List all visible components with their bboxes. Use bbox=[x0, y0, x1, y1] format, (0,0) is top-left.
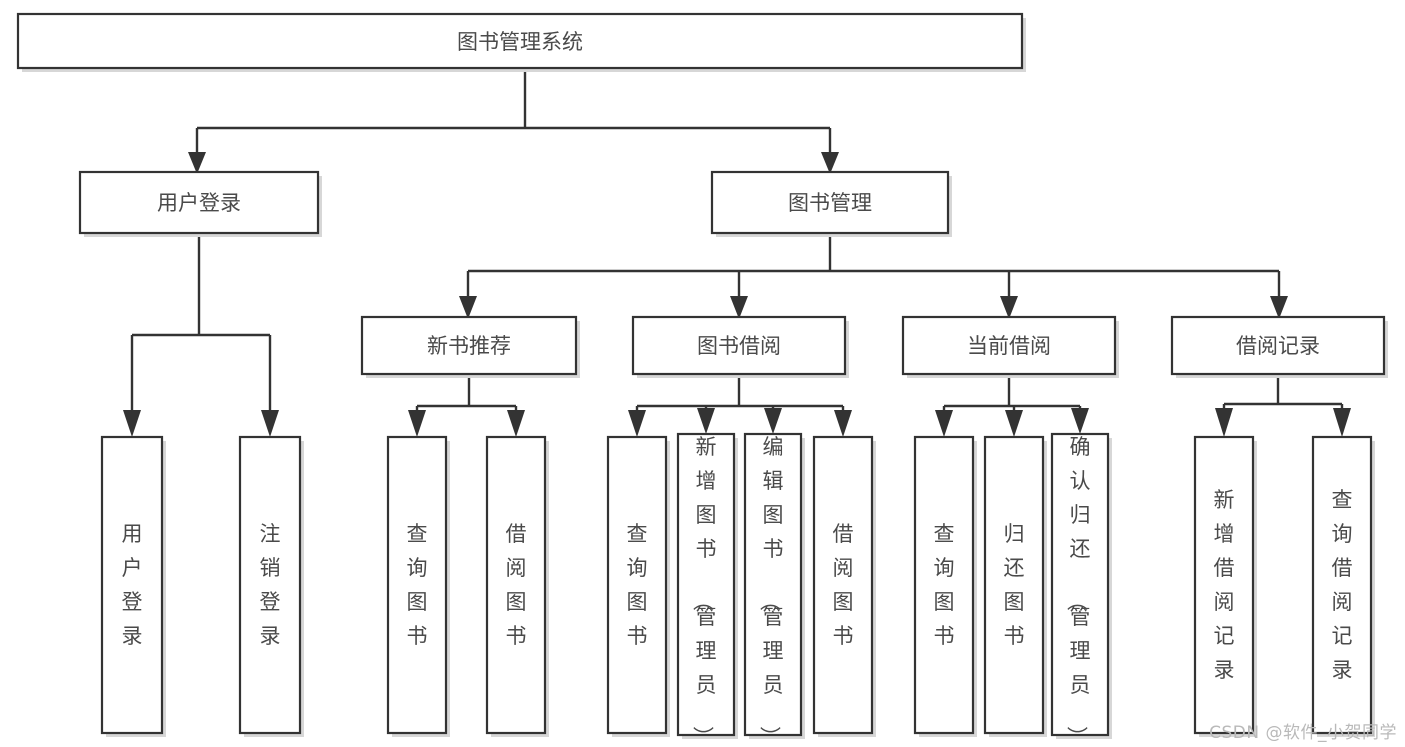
node-new-book-rec[interactable]: 新书推荐 bbox=[360, 315, 580, 378]
node-book-borrow[interactable]: 图书借阅 bbox=[631, 315, 849, 378]
node-leaf-add-book[interactable]: 新增图书（管理员） bbox=[676, 432, 738, 747]
node-book-borrow-label: 图书借阅 bbox=[697, 334, 781, 358]
node-leaf-query-record-label: 查询借阅记录 bbox=[1332, 488, 1353, 682]
watermark-label: CSDN @软件_小贺同学 bbox=[1209, 723, 1397, 743]
leaf-node-layer: 用户登录 注销登录 查询图书 借阅图书 查询图书 新增图书（管理员） 编辑图书（管理员） 借阅… bbox=[100, 432, 1375, 747]
arrow-to-leaf-confirm-return bbox=[1071, 408, 1089, 434]
node-leaf-borrow-book-2-label: 借阅图书 bbox=[833, 522, 854, 648]
node-leaf-add-book-label: 新增图书（管理员） bbox=[691, 435, 717, 747]
node-leaf-logout[interactable]: 注销登录 bbox=[238, 435, 304, 737]
node-leaf-edit-book[interactable]: 编辑图书（管理员） bbox=[743, 432, 805, 747]
node-book-manage[interactable]: 图书管理 bbox=[710, 170, 952, 237]
node-leaf-borrow-book-2-box[interactable] bbox=[812, 435, 874, 735]
connector-group-borrow-record bbox=[1215, 374, 1351, 437]
node-leaf-borrow-book-2[interactable]: 借阅图书 bbox=[812, 435, 876, 737]
connector-current-borrow-trunk bbox=[942, 374, 1082, 415]
node-leaf-confirm-return[interactable]: 确认归还（管理员） bbox=[1050, 432, 1112, 747]
arrow-to-new-book-rec bbox=[459, 296, 477, 319]
node-current-borrow[interactable]: 当前借阅 bbox=[901, 315, 1119, 378]
node-leaf-query-book-3[interactable]: 查询图书 bbox=[913, 435, 977, 737]
node-leaf-add-record-box[interactable] bbox=[1193, 435, 1255, 735]
node-leaf-borrow-book-1-label: 借阅图书 bbox=[506, 522, 527, 648]
node-leaf-query-record[interactable]: 查询借阅记录 bbox=[1311, 435, 1375, 737]
node-leaf-query-book-1-label: 查询图书 bbox=[407, 522, 428, 648]
node-book-manage-label: 图书管理 bbox=[788, 191, 872, 215]
node-user-login-box[interactable] bbox=[78, 170, 320, 235]
arrow-to-leaf-add-record bbox=[1215, 408, 1233, 437]
node-new-book-rec-box[interactable] bbox=[360, 315, 578, 376]
node-root[interactable]: 图书管理系统 bbox=[16, 12, 1026, 72]
connector-group-book-manage bbox=[459, 233, 1288, 319]
connector-group-new-book-rec bbox=[408, 374, 525, 437]
node-leaf-return-book[interactable]: 归还图书 bbox=[983, 435, 1047, 737]
node-current-borrow-box[interactable] bbox=[901, 315, 1117, 376]
node-leaf-user-login-label: 用户登录 bbox=[122, 522, 143, 648]
arrow-to-borrow-record bbox=[1270, 296, 1288, 319]
node-leaf-query-book-1-box[interactable] bbox=[386, 435, 448, 735]
arrow-to-leaf-borrow-book-1 bbox=[507, 410, 525, 437]
node-leaf-confirm-return-box[interactable] bbox=[1050, 432, 1110, 737]
arrow-to-leaf-user-login bbox=[123, 410, 141, 437]
node-leaf-confirm-return-label: 确认归还（管理员） bbox=[1065, 435, 1091, 747]
connector-group-root bbox=[188, 68, 839, 174]
connector-new-book-rec-trunk bbox=[415, 374, 518, 415]
connector-borrow-record-trunk bbox=[1222, 374, 1344, 413]
connector-book-manage-trunk bbox=[466, 233, 1281, 300]
arrow-to-leaf-borrow-book-2 bbox=[834, 410, 852, 437]
node-borrow-record-box[interactable] bbox=[1170, 315, 1386, 376]
connector-group-user-login bbox=[123, 233, 279, 437]
node-leaf-query-book-2-label: 查询图书 bbox=[627, 522, 648, 648]
node-root-label: 图书管理系统 bbox=[457, 30, 583, 54]
node-leaf-borrow-book-1[interactable]: 借阅图书 bbox=[485, 435, 549, 737]
arrow-to-leaf-add-book bbox=[697, 408, 715, 434]
arrow-to-user-login bbox=[188, 152, 206, 174]
connector-root-trunk bbox=[195, 68, 832, 156]
node-leaf-return-book-label: 归还图书 bbox=[1004, 522, 1025, 648]
node-current-borrow-label: 当前借阅 bbox=[967, 334, 1051, 358]
node-user-login[interactable]: 用户登录 bbox=[78, 170, 322, 237]
connector-book-borrow-trunk bbox=[635, 374, 845, 415]
node-borrow-record-label: 借阅记录 bbox=[1236, 334, 1320, 358]
arrow-to-book-borrow bbox=[730, 296, 748, 319]
node-leaf-edit-book-label: 编辑图书（管理员） bbox=[758, 435, 784, 747]
node-leaf-add-book-box[interactable] bbox=[676, 432, 736, 737]
arrow-to-leaf-query-book-1 bbox=[408, 410, 426, 437]
connector-group-current-borrow bbox=[935, 374, 1089, 437]
node-leaf-return-book-box[interactable] bbox=[983, 435, 1045, 735]
node-leaf-query-book-2-box[interactable] bbox=[606, 435, 668, 735]
node-leaf-add-record[interactable]: 新增借阅记录 bbox=[1193, 435, 1257, 737]
connector-group-book-borrow bbox=[628, 374, 852, 437]
node-leaf-logout-label: 注销登录 bbox=[260, 522, 281, 648]
node-root-box[interactable] bbox=[16, 12, 1024, 70]
node-leaf-query-record-box[interactable] bbox=[1311, 435, 1373, 735]
node-new-book-rec-label: 新书推荐 bbox=[427, 334, 511, 358]
node-book-borrow-box[interactable] bbox=[631, 315, 847, 376]
node-book-manage-box[interactable] bbox=[710, 170, 950, 235]
node-leaf-query-book-1[interactable]: 查询图书 bbox=[386, 435, 450, 737]
node-leaf-query-book-2[interactable]: 查询图书 bbox=[606, 435, 670, 737]
node-leaf-borrow-book-1-box[interactable] bbox=[485, 435, 547, 735]
node-leaf-user-login[interactable]: 用户登录 bbox=[100, 435, 166, 737]
arrow-to-leaf-logout bbox=[261, 410, 279, 437]
arrow-to-book-manage bbox=[821, 152, 839, 174]
node-borrow-record[interactable]: 借阅记录 bbox=[1170, 315, 1388, 378]
arrow-to-leaf-query-record bbox=[1333, 408, 1351, 437]
node-leaf-query-book-3-label: 查询图书 bbox=[934, 522, 955, 648]
arrow-to-leaf-query-book-2 bbox=[628, 410, 646, 437]
node-leaf-add-record-label: 新增借阅记录 bbox=[1214, 488, 1235, 682]
node-user-login-label: 用户登录 bbox=[157, 191, 241, 215]
arrow-to-current-borrow bbox=[1000, 296, 1018, 319]
arrow-to-leaf-return-book bbox=[1005, 410, 1023, 437]
node-leaf-query-book-3-box[interactable] bbox=[913, 435, 975, 735]
arrow-to-leaf-query-book-3 bbox=[935, 410, 953, 437]
arrow-to-leaf-edit-book bbox=[764, 408, 782, 434]
connector-user-login-trunk bbox=[130, 233, 272, 415]
node-leaf-edit-book-box[interactable] bbox=[743, 432, 803, 737]
node-leaf-logout-box[interactable] bbox=[238, 435, 302, 735]
node-leaf-user-login-box[interactable] bbox=[100, 435, 164, 735]
